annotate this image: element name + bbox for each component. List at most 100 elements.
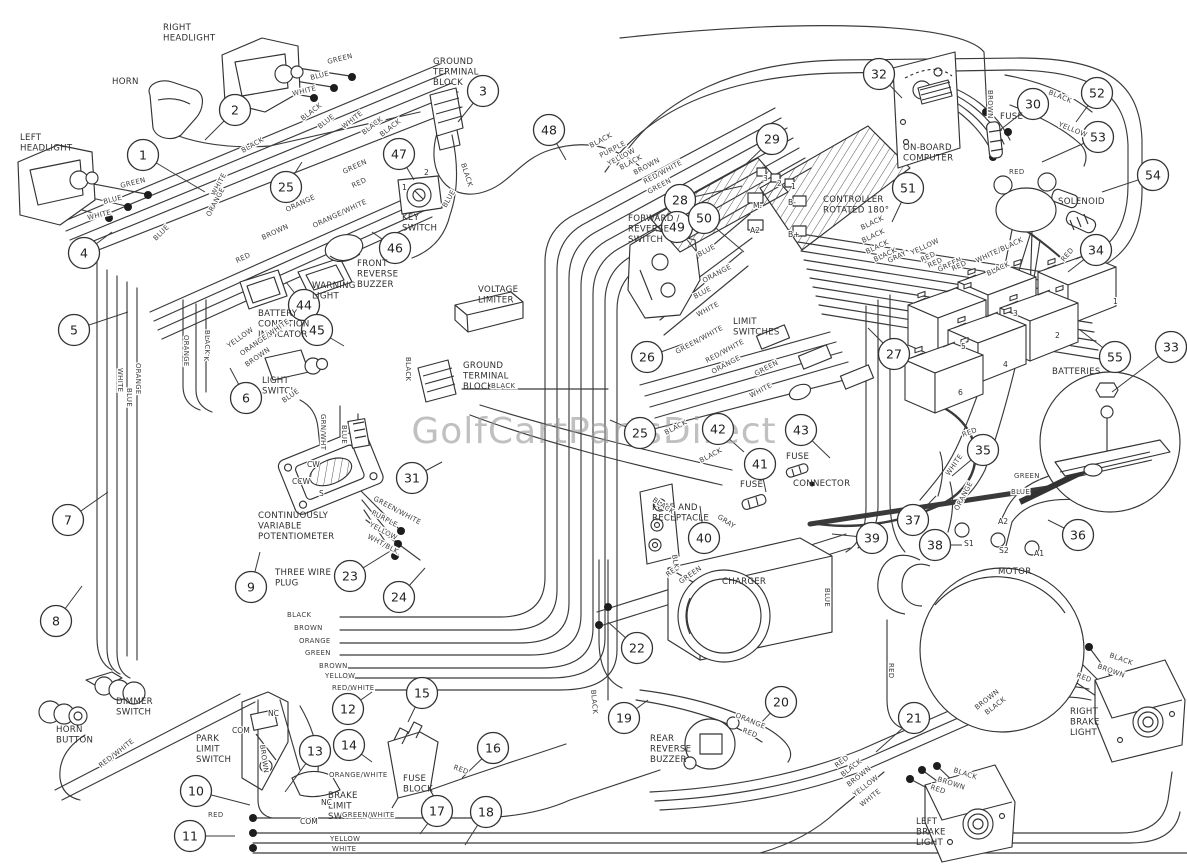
terminal-label-s: S	[319, 489, 324, 498]
callout-number: 34	[1088, 242, 1104, 257]
terminal-label-com: COM	[300, 817, 318, 826]
callout-1: 1	[126, 138, 160, 172]
callout-48: 48	[532, 113, 566, 147]
wire-label-red: RED	[887, 663, 895, 679]
callout-number: 41	[752, 456, 768, 471]
wire-label-black: BLACK	[1047, 88, 1073, 105]
callout-number: 13	[307, 743, 323, 758]
wire-label-red-white: RED/WHITE	[97, 737, 135, 769]
callout-number: 48	[541, 122, 557, 137]
rear-reverse-buzzer-graphic	[683, 716, 740, 770]
callout-number: 33	[1163, 339, 1179, 354]
callout-19: 19	[607, 701, 641, 735]
callout-33: 33	[1154, 330, 1187, 364]
terminal-label-com: COM	[232, 726, 250, 735]
battery-condition-indicator-graphic	[239, 269, 288, 310]
callout-15: 15	[405, 676, 439, 710]
callout-number: 2	[231, 102, 239, 117]
wire-label-blue: BLUE	[316, 113, 336, 131]
fuse-connector-graphic	[785, 463, 809, 478]
callout-number: 39	[864, 530, 880, 545]
label-fuse-top: FUSE	[1000, 112, 1023, 122]
callout-7: 7	[51, 503, 85, 537]
wire-label-black: BLACK	[202, 337, 210, 362]
wire-label-red: RED	[741, 726, 758, 739]
label-fuse-right: FUSE	[786, 452, 809, 462]
callout-50: 50	[687, 201, 721, 235]
callout-37: 37	[896, 503, 930, 537]
callout-20: 20	[764, 685, 798, 719]
terminal-label-2: 2	[1055, 331, 1060, 340]
terminal-label-cw: CW	[307, 460, 320, 469]
wire-label-white: WHITE	[748, 381, 773, 399]
callout-31: 31	[395, 461, 429, 495]
wire-label-black: BLACK	[203, 330, 211, 355]
limit-switches-graphic	[755, 324, 875, 401]
callout-number: 26	[639, 349, 655, 364]
wire-label-black: BLACK	[459, 162, 474, 188]
wire-label-brown: BROWN	[258, 744, 270, 774]
wire-label-green-white: GREEN/WHITE	[342, 811, 395, 819]
callout-23: 23	[333, 559, 367, 593]
on-board-computer-graphic	[892, 51, 961, 169]
terminal-label-6: 6	[958, 388, 963, 397]
wire-label-white: WHITE	[116, 368, 124, 392]
callout-number: 36	[1070, 527, 1086, 542]
terminal-label-2: 2	[777, 179, 782, 188]
wire-label-blue: BLUE	[125, 388, 133, 407]
callout-14: 14	[332, 728, 366, 762]
voltage-limiter-graphic	[454, 291, 524, 333]
wire-label-orange-white: ORANGE/WHITE	[329, 771, 388, 779]
wire-label-black: BLACK	[1108, 651, 1134, 667]
key-switch-graphic	[397, 175, 443, 215]
callout-number: 31	[404, 470, 420, 485]
callout-number: 52	[1089, 85, 1105, 100]
wire-label-blk: BLK	[670, 554, 680, 569]
callout-39: 39	[855, 521, 889, 555]
callout-22: 22	[620, 631, 654, 665]
callout-number: 4	[80, 245, 88, 260]
callout-number: 27	[886, 346, 902, 361]
callout-4: 4	[67, 236, 101, 270]
terminal-label-4: 4	[1003, 360, 1008, 369]
dimmer-switch-graphic	[85, 671, 146, 705]
wire-label-green: GREEN	[341, 158, 368, 176]
wire-label-yellow: YELLOW	[329, 835, 360, 843]
callout-46: 46	[378, 231, 412, 265]
callout-29: 29	[755, 122, 789, 156]
callout-number: 54	[1145, 167, 1161, 182]
callout-number: 20	[773, 694, 789, 709]
callout-number: 12	[340, 701, 356, 716]
callout-number: 7	[64, 512, 72, 527]
callout-number: 15	[414, 685, 430, 700]
callout-18: 18	[469, 795, 503, 829]
wire-label-red: RED	[350, 176, 367, 190]
callout-43: 43	[784, 413, 818, 447]
callout-number: 38	[927, 537, 943, 552]
terminal-label-b+: B+	[788, 230, 800, 239]
callout-number: 3	[479, 83, 487, 98]
label-motor: MOTOR	[998, 567, 1031, 577]
wire-label-brown: BROWN	[986, 90, 994, 119]
continuously-variable-potentiometer-graphic	[277, 428, 384, 515]
solder-dots	[105, 73, 1093, 852]
callout-number: 21	[906, 710, 922, 725]
callout-45: 45	[300, 313, 334, 347]
wire-label-blue: BLUE	[1011, 488, 1030, 496]
wire-label-yellow: YELLOW	[324, 672, 355, 680]
callout-34: 34	[1079, 233, 1113, 267]
